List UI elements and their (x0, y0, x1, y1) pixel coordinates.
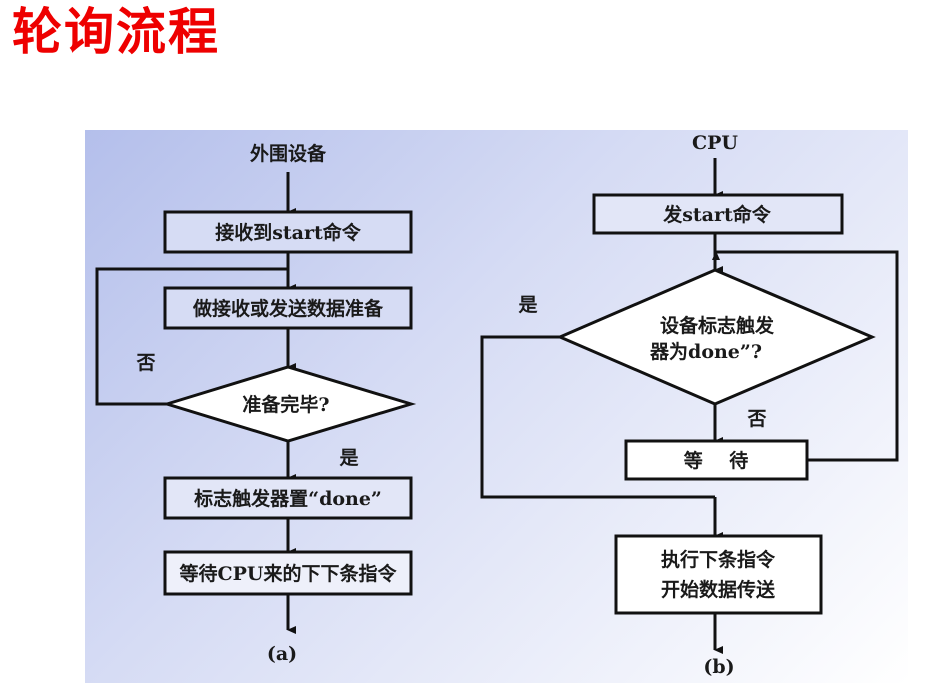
loop-b-back (715, 250, 899, 462)
label-b-wait: 等 待 (683, 449, 748, 472)
box-b-execute (614, 534, 823, 615)
box-b-wait (624, 439, 809, 481)
decision-a-ready (161, 365, 417, 443)
box-a-set-done (163, 476, 413, 520)
label-b-yes: 是 (518, 294, 537, 316)
label-b-decision-2: 器为done”? (649, 340, 762, 363)
page-title: 轮询流程 (12, 3, 220, 61)
label-a-box2: 做接收或发送数据准备 (192, 297, 384, 320)
label-b-start: CPU (692, 132, 738, 154)
caption-b: (b) (703, 656, 734, 678)
label-b-no: 否 (746, 408, 766, 430)
branch-b-yes (480, 335, 715, 499)
label-a-box3: 标志触发器置“done” (194, 487, 382, 510)
label-b-box1: 发start命令 (662, 203, 772, 226)
label-b-exec-1: 执行下条指令 (661, 548, 776, 571)
label-a-no: 否 (135, 352, 155, 374)
label-b-decision-1: 设备标志触发 (660, 314, 775, 337)
box-a-wait-cpu (163, 550, 413, 596)
flow-a (95, 172, 417, 634)
flow-b (480, 158, 899, 654)
label-a-box4: 等待CPU来的下下条指令 (179, 562, 398, 585)
label-b-exec-2: 开始数据传送 (661, 578, 776, 601)
caption-a: (a) (267, 643, 297, 665)
box-b-send-start (592, 193, 844, 235)
label-a-decision: 准备完毕? (242, 393, 329, 416)
label-a-box1: 接收到start命令 (215, 221, 362, 244)
loop-a-no (95, 267, 288, 406)
label-a-start: 外围设备 (250, 142, 327, 165)
label-a-yes: 是 (339, 447, 358, 469)
decision-b-done (556, 268, 876, 406)
